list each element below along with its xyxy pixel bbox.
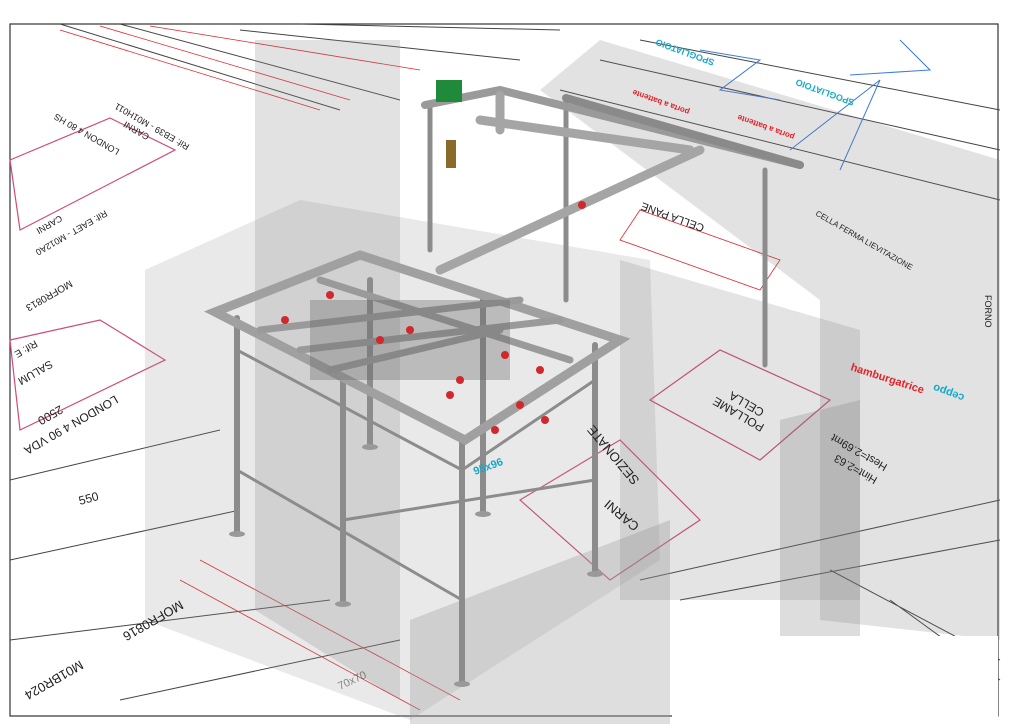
leg-feet [229, 444, 603, 687]
floor-plan-lines [9, 23, 1001, 701]
label-forno: FORNO [983, 295, 993, 328]
floor-plan-pink-boxes [9, 117, 832, 581]
floor-plan-red-lines [59, 25, 781, 711]
drawing-frame [9, 23, 999, 717]
label-rif-e: Rif: E [12, 337, 39, 359]
hooks [281, 201, 586, 434]
label-carni-mid: CARNI [35, 213, 64, 236]
label-m01br: M01BR024 [22, 657, 86, 703]
central-block [310, 300, 510, 380]
hoist-icon [436, 80, 462, 102]
label-550: 550 [77, 489, 100, 508]
label-salum: SALUM [16, 357, 55, 386]
label-mofr13: MOFR0813 [23, 277, 74, 313]
walls [145, 40, 1000, 724]
hoist-body [446, 140, 456, 168]
floor-plan-blue-lines [699, 39, 932, 171]
label-london-2: LONDON 4 90 VDA [22, 392, 121, 457]
rail-frame [204, 250, 631, 685]
